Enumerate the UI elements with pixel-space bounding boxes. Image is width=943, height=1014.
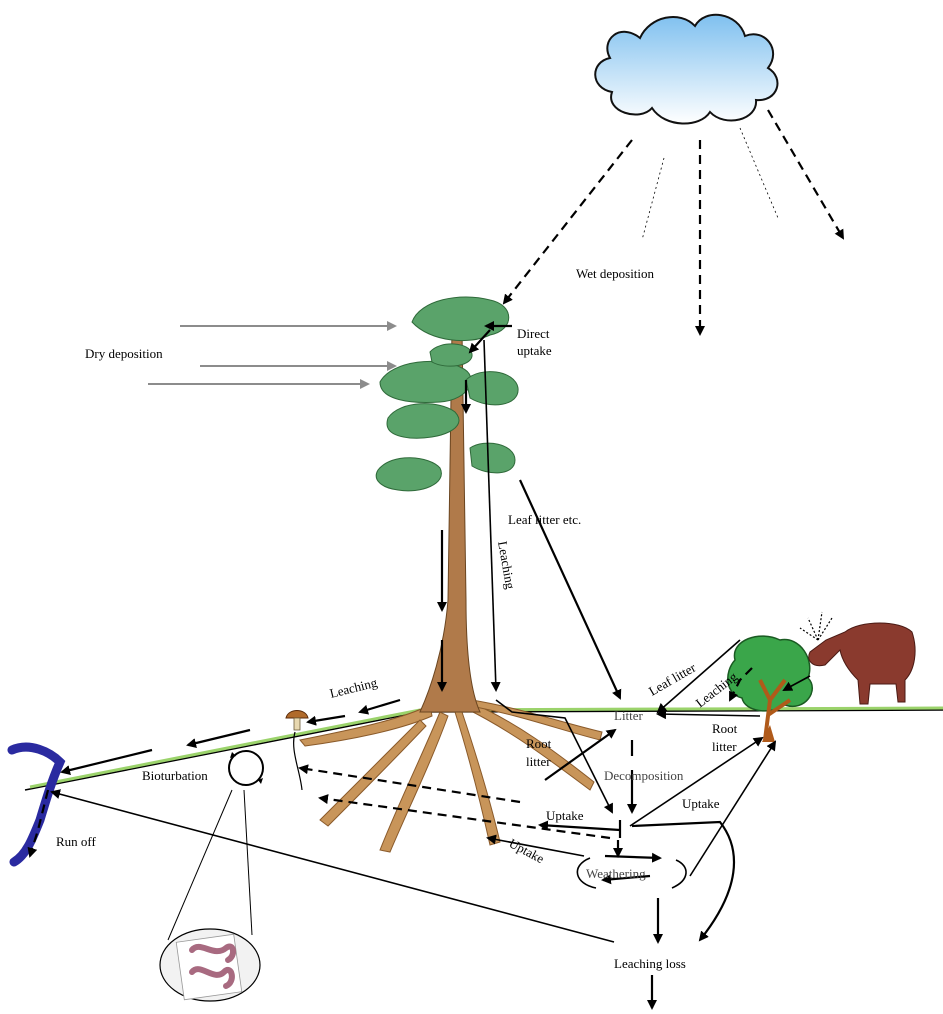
label-root-litter-right-line1: Root: [712, 721, 738, 736]
earthworm-inset: [160, 790, 260, 1001]
label-weathering: Weathering: [586, 866, 646, 881]
dry-deposition-arrows: [148, 326, 395, 384]
river: [12, 747, 60, 862]
label-direct-uptake-line2: uptake: [517, 343, 552, 358]
label-litter: Litter: [614, 708, 644, 723]
label-bioturbation: Bioturbation: [142, 768, 208, 783]
label-root-litter-left-line2: litter: [526, 754, 551, 769]
label-leaf-litter-shrub: Leaf litter: [646, 659, 699, 698]
wet-deposition-arrows: [504, 110, 843, 334]
label-direct-uptake-line1: Direct: [517, 326, 550, 341]
cloud: [595, 15, 777, 124]
label-dry-deposition: Dry deposition: [85, 346, 163, 361]
label-leaching-trunk: Leaching: [495, 540, 518, 591]
shrub: [728, 636, 812, 742]
label-wet-deposition: Wet deposition: [576, 266, 655, 281]
label-run-off: Run off: [56, 834, 97, 849]
label-root-litter-left-line1: Root: [526, 736, 552, 751]
label-leaching-loss: Leaching loss: [614, 956, 686, 971]
label-uptake-right: Uptake: [682, 796, 720, 811]
bioturbation-loop: [229, 751, 263, 785]
label-uptake-diagonal: Uptake: [507, 835, 547, 866]
tree-roots: [300, 700, 602, 852]
label-root-litter-right-line2: litter: [712, 739, 737, 754]
label-leaf-litter-etc: Leaf litter etc.: [508, 512, 581, 527]
label-uptake-left: Uptake: [546, 808, 584, 823]
label-decomposition: Decomposition: [604, 768, 684, 783]
label-leaching-surface: Leaching: [328, 675, 379, 701]
mushroom: [286, 711, 308, 731]
